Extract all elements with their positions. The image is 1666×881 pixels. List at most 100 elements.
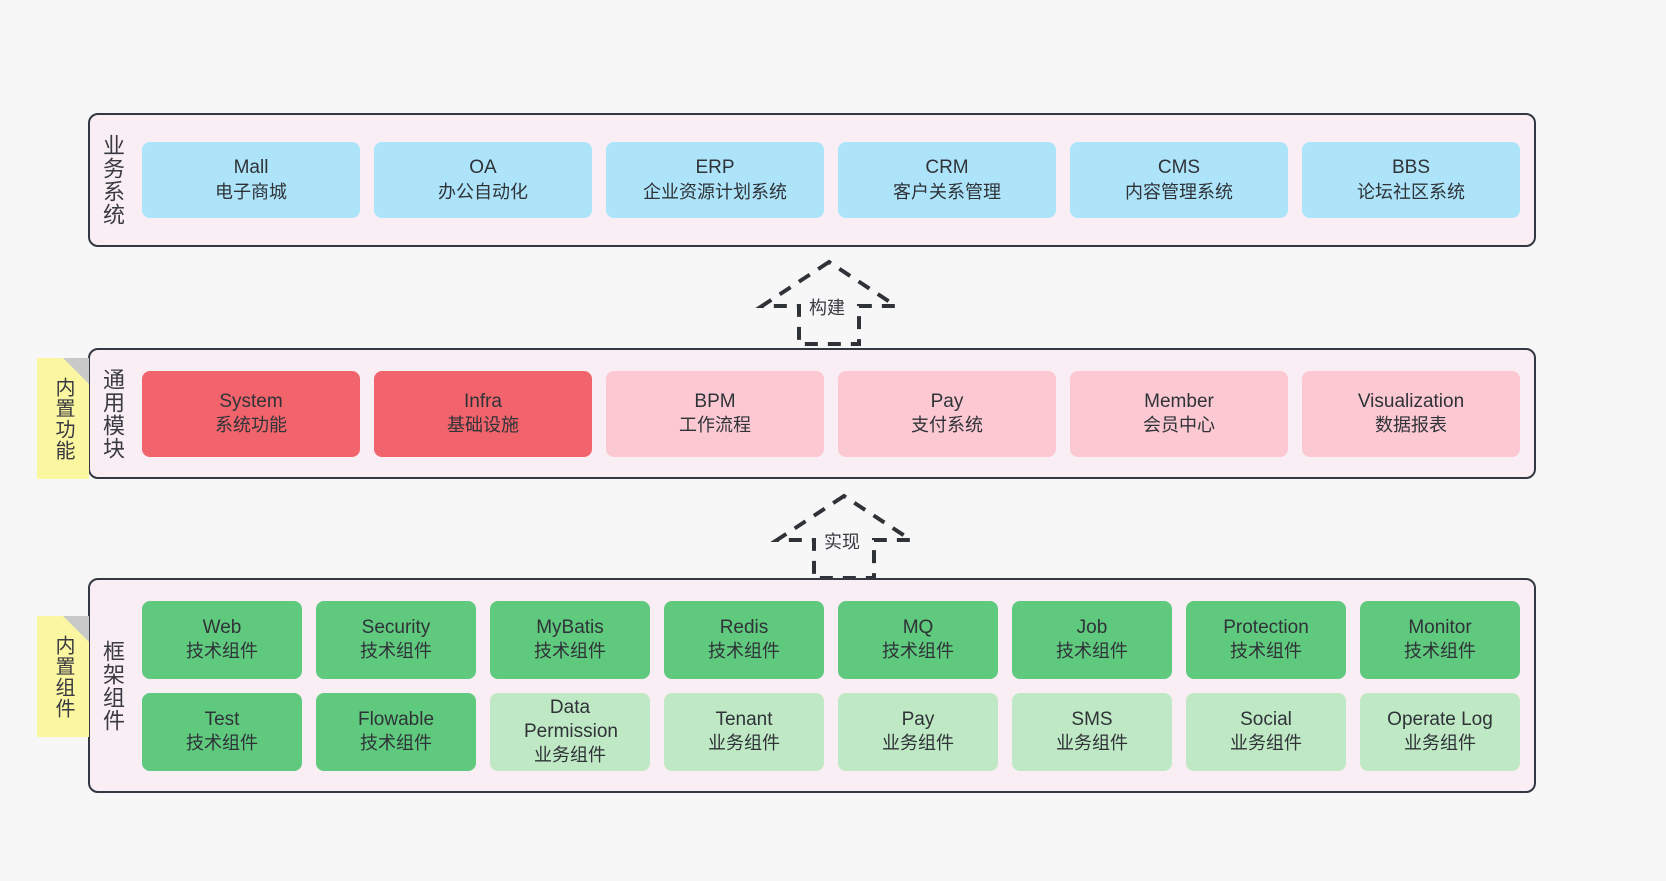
card-title-en: Web [202, 616, 242, 638]
card-title-en: Social [1240, 708, 1292, 730]
card-title-en: Data Permission [524, 696, 618, 742]
connector-build-shape [755, 259, 903, 346]
card-erp[interactable]: ERP 企业资源计划系统 [606, 142, 824, 218]
card-title-cn: 电子商城 [215, 181, 287, 202]
card-web[interactable]: Web 技术组件 [142, 600, 302, 679]
card-title-cn: 业务组件 [1230, 733, 1302, 754]
card-title-en: Mall [233, 157, 269, 179]
card-title-cn: 技术组件 [534, 641, 606, 662]
card-title-cn: 论坛社区系统 [1357, 181, 1465, 202]
card-title-cn: 业务组件 [1056, 733, 1128, 754]
card-title-cn: 业务组件 [1404, 733, 1476, 754]
connector-build: 构建 [754, 258, 904, 348]
card-title-en: BPM [694, 390, 736, 412]
card-title-cn: 技术组件 [186, 733, 258, 754]
card-member[interactable]: Member 会员中心 [1070, 370, 1288, 457]
card-title-cn: 技术组件 [360, 641, 432, 662]
card-mybatis[interactable]: MyBatis 技术组件 [490, 600, 650, 679]
card-title-cn: 工作流程 [679, 415, 751, 436]
card-security[interactable]: Security 技术组件 [316, 600, 476, 679]
card-title-en: Security [361, 616, 431, 638]
card-title-cn: 技术组件 [708, 641, 780, 662]
card-title-en: Pay [901, 708, 935, 730]
card-title-cn: 业务组件 [534, 745, 606, 766]
card-title-cn: 业务组件 [882, 733, 954, 754]
card-data-permission[interactable]: Data Permission 业务组件 [490, 692, 650, 771]
card-bbs[interactable]: BBS 论坛社区系统 [1302, 142, 1520, 218]
card-title-cn: 内容管理系统 [1125, 181, 1233, 202]
card-title-en: System [219, 390, 283, 412]
card-title-cn: 办公自动化 [438, 181, 528, 202]
card-title-cn: 企业资源计划系统 [643, 181, 787, 202]
card-infra[interactable]: Infra 基础设施 [374, 370, 592, 457]
card-mall[interactable]: Mall 电子商城 [142, 142, 360, 218]
note-builtin-components: 内置组件 [37, 616, 89, 737]
card-title-en: Test [204, 708, 240, 730]
card-title-en: Flowable [357, 708, 435, 730]
card-title-en: Protection [1223, 616, 1309, 638]
connector-build-label: 构建 [806, 294, 848, 320]
card-system[interactable]: System 系统功能 [142, 370, 360, 457]
card-redis[interactable]: Redis 技术组件 [664, 600, 824, 679]
card-title-en: Pay [930, 390, 964, 412]
card-test[interactable]: Test 技术组件 [142, 692, 302, 771]
card-title-en: OA [469, 157, 497, 179]
card-cms[interactable]: CMS 内容管理系统 [1070, 142, 1288, 218]
card-monitor[interactable]: Monitor 技术组件 [1360, 600, 1520, 679]
card-title-cn: 支付系统 [911, 415, 983, 436]
card-title-en: Job [1076, 616, 1108, 638]
note-label: 内置组件 [52, 634, 74, 719]
card-social[interactable]: Social 业务组件 [1186, 692, 1346, 771]
card-sms[interactable]: SMS 业务组件 [1012, 692, 1172, 771]
card-title-cn: 技术组件 [882, 641, 954, 662]
card-title-cn: 系统功能 [215, 415, 287, 436]
framework-row-business: Test 技术组件 Flowable 技术组件 Data Permission … [142, 692, 1520, 771]
card-title-en: CMS [1157, 157, 1201, 179]
card-oa[interactable]: OA 办公自动化 [374, 142, 592, 218]
card-crm[interactable]: CRM 客户关系管理 [838, 142, 1056, 218]
card-flowable[interactable]: Flowable 技术组件 [316, 692, 476, 771]
card-title-cn: 基础设施 [447, 415, 519, 436]
connector-implement-label: 实现 [821, 528, 863, 554]
card-visualization[interactable]: Visualization 数据报表 [1302, 370, 1520, 457]
note-fold-corner-icon [63, 358, 89, 384]
note-label: 内置功能 [52, 376, 74, 461]
card-title-en: Redis [719, 616, 769, 638]
note-fold-corner-icon [63, 616, 89, 642]
card-title-cn: 技术组件 [1404, 641, 1476, 662]
card-pay-component[interactable]: Pay 业务组件 [838, 692, 998, 771]
card-title-cn: 数据报表 [1375, 415, 1447, 436]
card-title-en: MQ [902, 616, 934, 638]
layer-common-modules: 通用模块 System 系统功能 Infra 基础设施 BPM 工作流程 Pay… [88, 348, 1536, 479]
card-mq[interactable]: MQ 技术组件 [838, 600, 998, 679]
connector-implement: 实现 [769, 492, 919, 582]
card-title-en: BBS [1391, 157, 1431, 179]
card-title-en: CRM [925, 157, 969, 179]
card-title-cn: 技术组件 [1230, 641, 1302, 662]
card-bpm[interactable]: BPM 工作流程 [606, 370, 824, 457]
card-tenant[interactable]: Tenant 业务组件 [664, 692, 824, 771]
layer-business-systems: 业务系统 Mall 电子商城 OA 办公自动化 ERP 企业资源计划系统 CRM… [88, 113, 1536, 247]
card-job[interactable]: Job 技术组件 [1012, 600, 1172, 679]
card-title-cn: 技术组件 [360, 733, 432, 754]
card-operate-log[interactable]: Operate Log 业务组件 [1360, 692, 1520, 771]
card-protection[interactable]: Protection 技术组件 [1186, 600, 1346, 679]
card-title-cn: 技术组件 [186, 641, 258, 662]
card-title-en: Visualization [1357, 390, 1465, 412]
card-title-cn: 技术组件 [1056, 641, 1128, 662]
card-title-en: MyBatis [536, 616, 604, 638]
card-title-cn: 会员中心 [1143, 415, 1215, 436]
layer-body-common-modules: System 系统功能 Infra 基础设施 BPM 工作流程 Pay 支付系统… [134, 350, 1534, 477]
note-builtin-features: 内置功能 [37, 358, 89, 479]
layer-title-common-modules: 通用模块 [99, 367, 125, 460]
card-title-en: Infra [463, 390, 503, 412]
layer-framework-components: 框架组件 Web 技术组件 Security 技术组件 MyBatis 技术组件… [88, 578, 1536, 793]
card-pay[interactable]: Pay 支付系统 [838, 370, 1056, 457]
card-title-cn: 客户关系管理 [893, 181, 1001, 202]
layer-title-framework-components: 框架组件 [99, 639, 125, 732]
card-title-cn: 业务组件 [708, 733, 780, 754]
card-title-en: Operate Log [1387, 708, 1493, 730]
card-title-en: Member [1144, 390, 1214, 412]
card-title-en: Tenant [715, 708, 773, 730]
